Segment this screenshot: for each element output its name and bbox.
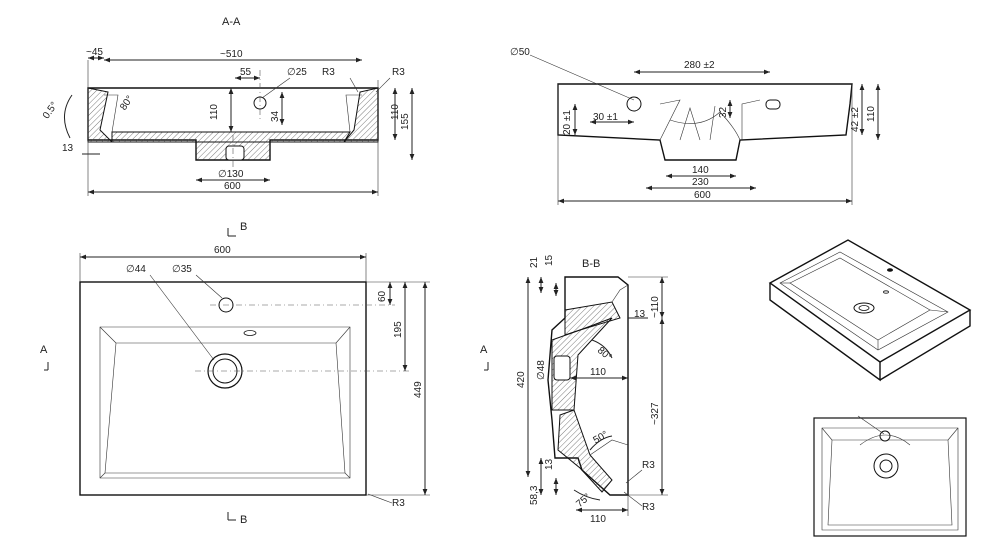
dim-aa-r3b: R3 xyxy=(392,67,405,78)
dim-bb-420: 420 xyxy=(516,371,527,388)
dim-aa-55: 55 xyxy=(240,67,252,78)
dim-bb-ang50: 50° xyxy=(592,429,611,446)
dim-side-230: 230 xyxy=(692,177,709,188)
a-right-label: A xyxy=(480,344,488,356)
dim-aa-600: 600 xyxy=(224,181,241,192)
dim-side-110: 110 xyxy=(866,106,877,122)
dim-aa-ang05: 0.5° xyxy=(41,100,60,121)
dim-side-140: 140 xyxy=(692,165,709,176)
side-view: ∅50 280 ±2 32 20 ±1 30 ±1 42 ±2 110 140 … xyxy=(510,47,881,205)
dim-aa-155: 155 xyxy=(400,113,411,130)
left-wall-hatch xyxy=(87,87,114,143)
bottom-hatch xyxy=(111,131,351,143)
dim-top-449: 449 xyxy=(413,381,424,398)
dim-bb-327: ~327 xyxy=(650,402,661,425)
render-top-view xyxy=(813,415,967,537)
iso-tap-hole xyxy=(887,268,893,272)
top-outline xyxy=(79,281,367,496)
top-view: B 600 ∅44 ∅35 60 195 449 R3 B xyxy=(40,221,430,526)
section-aa-view: A-A ~45 ~510 55 ∅25 R3 R3 0.5° 80° 110 xyxy=(41,16,415,196)
dim-aa-13: 13 xyxy=(62,143,74,154)
dim-bb-ang75: 75° xyxy=(574,492,593,510)
dim-bb-13a: 13 xyxy=(634,309,646,320)
dim-aa-110b: 110 xyxy=(390,104,401,120)
dim-side-600: 600 xyxy=(694,190,711,201)
dim-aa-110a: 110 xyxy=(209,104,220,120)
dim-top-60: 60 xyxy=(377,290,388,302)
dim-bb-15: 15 xyxy=(544,254,555,266)
section-aa-label: A-A xyxy=(222,16,241,28)
dim-side-42: 42 ±2 xyxy=(850,107,861,132)
b-top-label: B xyxy=(240,221,247,233)
dim-top-35: ∅35 xyxy=(172,264,192,275)
dim-bb-110c: 110 xyxy=(590,514,606,525)
dim-side-280: 280 ±2 xyxy=(684,60,715,71)
dim-aa-510: ~510 xyxy=(220,49,243,60)
side-tap-hole-right xyxy=(765,99,781,110)
render-tap-hole xyxy=(879,430,891,442)
dim-side-20: 20 ±1 xyxy=(562,110,573,135)
side-tap-hole-left xyxy=(626,96,642,112)
dim-bb-r3b: R3 xyxy=(642,502,655,513)
a-left-label: A xyxy=(40,344,48,356)
b-bottom-label: B xyxy=(240,514,247,526)
dim-top-195: 195 xyxy=(393,321,404,338)
dim-bb-583: 58,3 xyxy=(529,485,540,505)
dim-bb-48: ∅48 xyxy=(536,360,547,380)
dim-top-r3: R3 xyxy=(392,498,405,509)
section-bb-view: B-B A 21 15 ~110 13 420 ∅48 80° 110 ~327… xyxy=(480,254,668,525)
dim-side-50: ∅50 xyxy=(510,47,530,58)
bb-hatch-bottom xyxy=(557,409,613,493)
dim-bb-110a: ~110 xyxy=(650,296,661,318)
isometric-view xyxy=(768,239,972,382)
dim-side-32: 32 xyxy=(718,106,729,118)
dim-aa-34: 34 xyxy=(270,110,281,122)
dim-top-600: 600 xyxy=(214,245,231,256)
dim-bb-21: 21 xyxy=(529,256,540,268)
dim-aa-45: ~45 xyxy=(86,47,103,58)
dim-side-30: 30 ±1 xyxy=(593,112,618,123)
dim-bb-13b: 13 xyxy=(544,458,555,470)
dim-top-44: ∅44 xyxy=(126,264,146,275)
dim-bb-110b: 110 xyxy=(590,367,606,378)
dim-aa-r3: R3 xyxy=(322,67,335,78)
section-bb-label: B-B xyxy=(582,258,600,270)
dim-aa-25: ∅25 xyxy=(287,67,307,78)
dim-aa-ang80: 80° xyxy=(118,94,136,113)
bb-hatch-body xyxy=(551,317,613,411)
dim-bb-r3a: R3 xyxy=(642,460,655,471)
dim-aa-130: ∅130 xyxy=(218,169,244,180)
